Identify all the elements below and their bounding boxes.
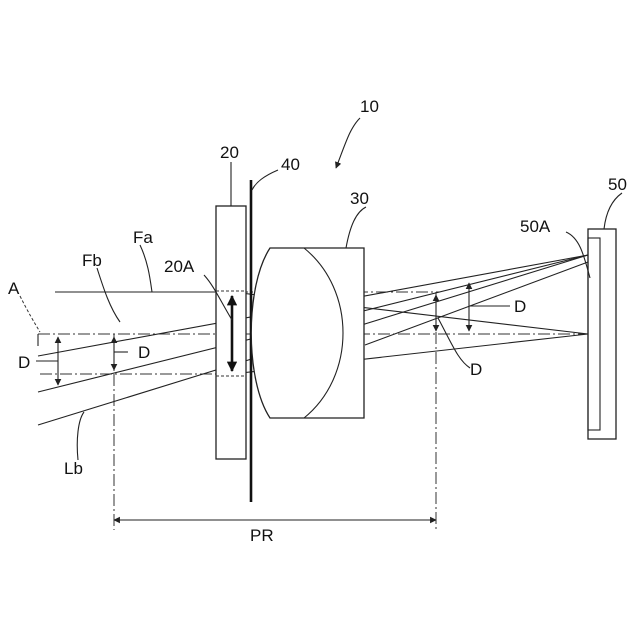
- label-d-inner: D: [138, 343, 150, 362]
- label-d-right: D: [514, 297, 526, 316]
- label-10: 10: [360, 97, 379, 116]
- leader-fb: [97, 268, 120, 322]
- label-30: 30: [350, 189, 369, 208]
- label-fb: Fb: [82, 251, 102, 270]
- element-30-lens: [251, 248, 364, 418]
- leader-fa: [140, 245, 152, 292]
- label-d-left: D: [18, 353, 30, 372]
- leader-40: [252, 170, 278, 190]
- label-50a: 50A: [520, 217, 551, 236]
- label-pr: PR: [250, 526, 274, 545]
- label-fa: Fa: [133, 228, 153, 247]
- leader-lb: [77, 412, 84, 460]
- beam-cross-up: [365, 262, 588, 345]
- element-50-body: [588, 229, 616, 439]
- label-50: 50: [608, 175, 627, 194]
- label-lb: Lb: [64, 459, 83, 478]
- leader-50: [604, 193, 622, 229]
- leader-30: [346, 207, 366, 248]
- label-a: A: [8, 279, 20, 298]
- leader-10: [336, 118, 360, 168]
- label-20: 20: [220, 143, 239, 162]
- label-d-mid: D: [470, 360, 482, 379]
- label-40: 40: [281, 155, 300, 174]
- label-20a: 20A: [164, 257, 195, 276]
- leader-d-mid: [438, 318, 470, 368]
- leader-a: [20, 296, 40, 332]
